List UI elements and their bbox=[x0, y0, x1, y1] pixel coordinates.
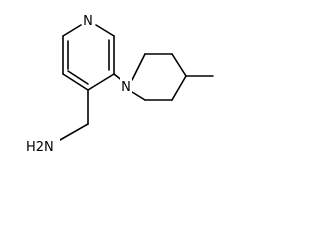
pyridine-n-label: N bbox=[83, 14, 93, 29]
bond-c6-n1 bbox=[62, 24, 82, 37]
bond-pip-n-c2 bbox=[131, 53, 146, 81]
bond-c4-c5 bbox=[62, 73, 89, 91]
amine-label: H2N bbox=[26, 140, 54, 155]
bond-pip-c6-n bbox=[131, 91, 146, 101]
bond-n1-c2 bbox=[95, 24, 115, 37]
bond-ch2-nh2 bbox=[59, 123, 89, 141]
piperidine-n-bg bbox=[120, 78, 132, 93]
pyridine-n-bg bbox=[82, 13, 94, 27]
piperidine-n-label: N bbox=[121, 80, 131, 95]
bond-pip-c4-c5 bbox=[171, 75, 187, 101]
bond-pip-c3-c4 bbox=[171, 53, 187, 77]
bond-c4-c5-double bbox=[67, 70, 89, 85]
chemical-structure: N N H2N bbox=[24, 13, 214, 155]
amine-label-bg bbox=[24, 138, 60, 154]
bond-c3-c4 bbox=[87, 73, 115, 91]
